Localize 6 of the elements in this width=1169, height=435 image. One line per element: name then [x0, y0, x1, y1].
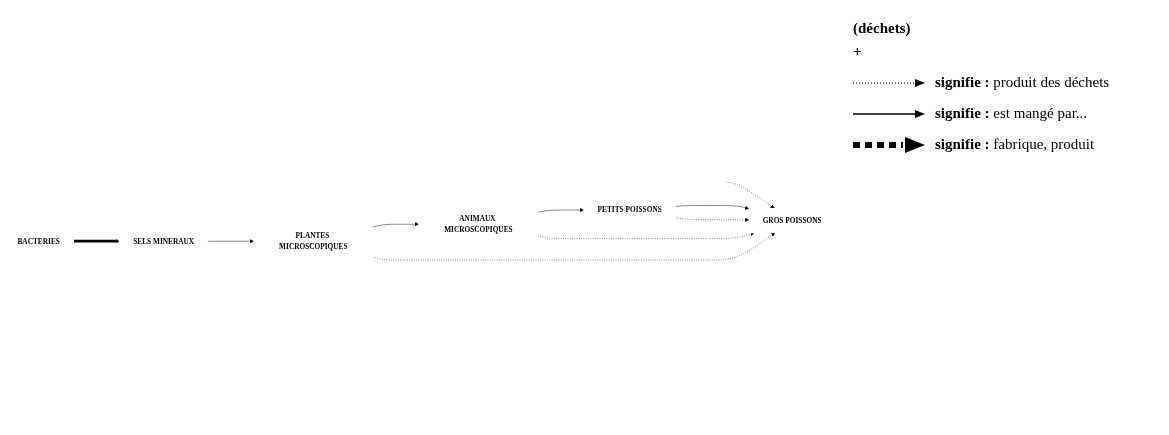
note-text: (déchets)	[853, 20, 912, 37]
legend-text: signifie : est mangé par...	[935, 105, 1088, 122]
legend-text: signifie : fabrique, produit	[935, 136, 1095, 153]
note-text: +	[853, 43, 863, 60]
arrow	[73, 238, 120, 243]
legend-text: signifie : produit des déchets	[935, 74, 1110, 91]
